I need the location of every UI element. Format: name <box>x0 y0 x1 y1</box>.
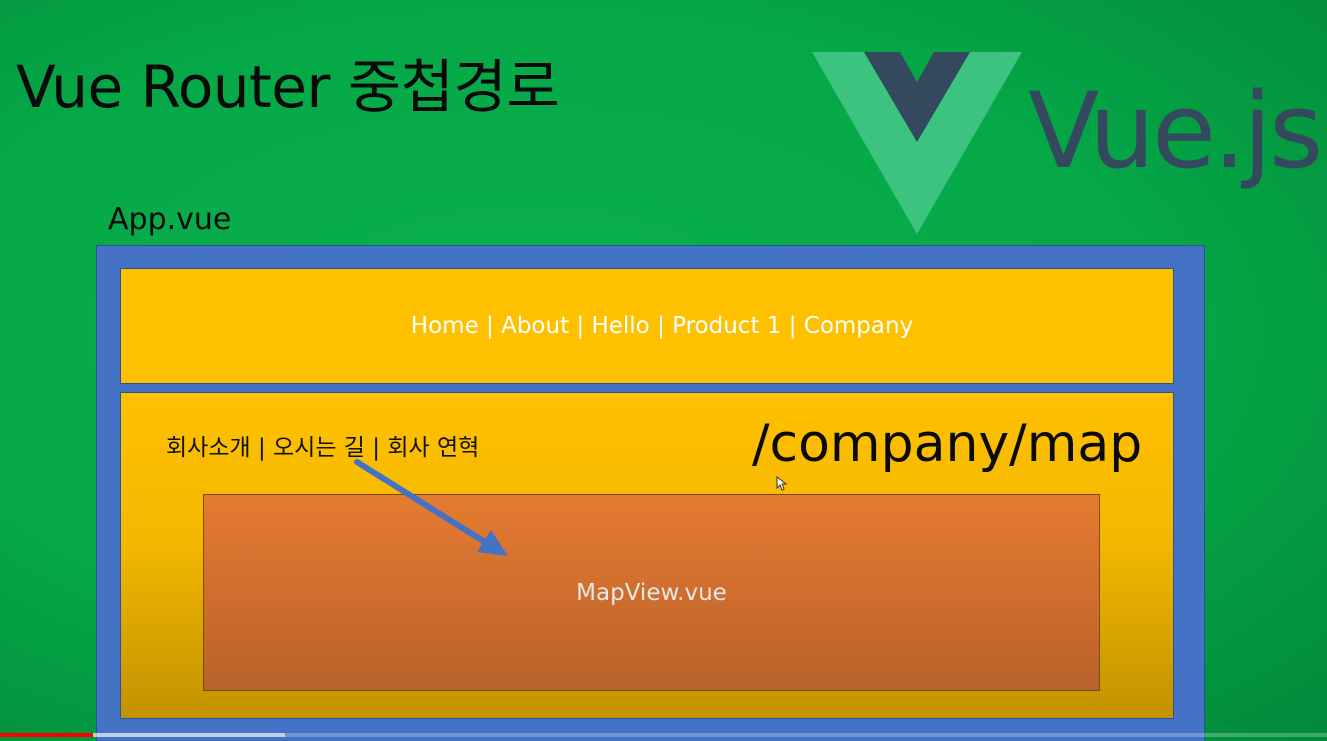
video-progress-bar[interactable] <box>0 733 1327 737</box>
nav-links: Home | About | Hello | Product 1 | Compa… <box>410 313 914 339</box>
video-progress-buffered <box>0 733 286 737</box>
route-path: /company/map <box>752 414 1143 474</box>
app-vue-label: App.vue <box>108 202 232 237</box>
nav-router-box: Home | About | Hello | Product 1 | Compa… <box>120 268 1174 384</box>
vue-logo-icon <box>812 52 1022 234</box>
mouse-cursor-icon <box>776 476 788 491</box>
mapview-box: MapView.vue <box>203 494 1100 691</box>
mapview-label: MapView.vue <box>576 579 727 606</box>
company-sub-links: 회사소개 | 오시는 길 | 회사 연혁 <box>166 435 480 461</box>
vue-logo-outer <box>812 52 1022 234</box>
vue-logo-inner <box>864 52 970 142</box>
slide-title: Vue Router 중첩경로 <box>16 53 560 121</box>
vue-wordmark: Vue.js <box>1028 70 1323 192</box>
video-progress-played <box>0 733 93 737</box>
